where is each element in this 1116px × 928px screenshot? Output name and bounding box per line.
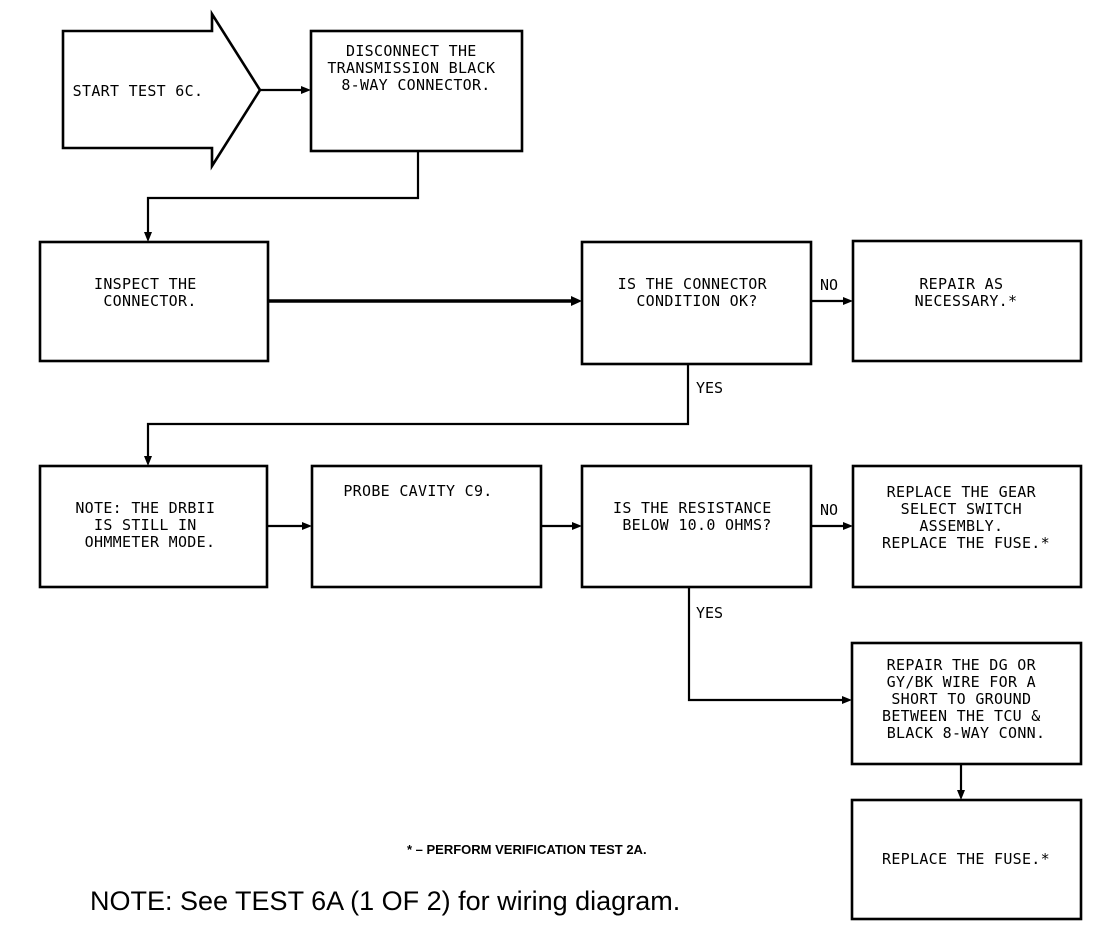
node-inspect-line: INSPECT THE: [94, 275, 197, 293]
node-replace-switch-box: [851, 464, 1083, 589]
edge-label-yes: YES: [696, 379, 723, 397]
wiring-diagram-note: NOTE: See TEST 6A (1 OF 2) for wiring di…: [90, 886, 680, 916]
node-replace-fuse-line: REPLACE THE FUSE.*: [882, 850, 1050, 868]
node-replace-switch-line: ASSEMBLY.: [919, 517, 1003, 535]
edge-label-no: NO: [820, 276, 838, 294]
node-repair-wire-box: [850, 641, 1083, 766]
edge-connector-ok-to-note: [146, 364, 690, 460]
node-replace-switch-text: REPLACE THE GEAR SELECT SWITCH ASSEMBLY.…: [882, 483, 1050, 552]
node-resistance-text: IS THE RESISTANCE BELOW 10.0 OHMS?: [613, 499, 781, 534]
node-disconnect-box: [309, 29, 524, 153]
arrowhead: [572, 522, 582, 530]
arrowhead: [843, 297, 853, 305]
footnote-verification: * – PERFORM VERIFICATION TEST 2A.: [407, 842, 647, 857]
node-repair-wire-line: GY/BK WIRE FOR A: [887, 673, 1036, 691]
start-arrow-shape: [61, 9, 262, 171]
node-note-drbii-line: NOTE: THE DRBII: [75, 499, 215, 517]
node-repair-wire-line: SHORT TO GROUND: [891, 690, 1031, 708]
edge-label-yes: YES: [696, 604, 723, 622]
arrowhead: [144, 232, 152, 242]
node-repair-wire-line: BETWEEN THE TCU &: [882, 707, 1041, 725]
node-resistance-box: [580, 464, 813, 589]
node-connector-ok-line: CONDITION OK?: [636, 292, 757, 310]
node-replace-switch-line: REPLACE THE GEAR: [887, 483, 1037, 501]
node-repair-wire-text: REPAIR THE DG OR GY/BK WIRE FOR A SHORT …: [882, 656, 1050, 742]
node-start-line: START TEST 6C.: [73, 82, 204, 100]
arrowhead: [571, 296, 582, 306]
node-inspect-line: CONNECTOR.: [103, 292, 196, 310]
node-repair-as-necessary-box: [851, 239, 1083, 363]
arrowhead: [842, 696, 852, 704]
node-note-drbii-line: OHMMETER MODE.: [85, 533, 216, 551]
node-replace-switch-line: REPLACE THE FUSE.*: [882, 534, 1050, 552]
node-start-text: START TEST 6C.: [73, 82, 204, 100]
arrowhead: [302, 522, 312, 530]
node-probe-box: [310, 464, 543, 589]
node-connector-ok-text: IS THE CONNECTOR CONDITION OK?: [618, 275, 777, 310]
edge-resistance-to-repair-wire: [687, 587, 846, 702]
node-disconnect-line: DISCONNECT THE: [346, 42, 477, 60]
node-repair-as-necessary-line: NECESSARY.*: [915, 292, 1018, 310]
node-replace-fuse-text: REPLACE THE FUSE.*: [882, 850, 1050, 868]
arrowhead: [957, 790, 965, 800]
arrowhead: [843, 522, 853, 530]
node-resistance-line: BELOW 10.0 OHMS?: [622, 516, 771, 534]
node-repair-wire-line: REPAIR THE DG OR: [887, 656, 1037, 674]
node-repair-as-necessary-line: REPAIR AS: [919, 275, 1003, 293]
node-probe-text: PROBE CAVITY C9.: [343, 482, 492, 500]
arrowhead: [144, 456, 152, 466]
node-probe-line: PROBE CAVITY C9.: [343, 482, 492, 500]
node-resistance-line: IS THE RESISTANCE: [613, 499, 772, 517]
node-inspect-box: [38, 240, 270, 363]
node-replace-switch-line: SELECT SWITCH: [901, 500, 1022, 518]
node-disconnect-line: 8-WAY CONNECTOR.: [341, 76, 490, 94]
node-disconnect-line: TRANSMISSION BLACK: [327, 59, 495, 77]
node-inspect-text: INSPECT THE CONNECTOR.: [94, 275, 206, 310]
node-repair-wire-line: BLACK 8-WAY CONN.: [887, 724, 1046, 742]
node-repair-as-necessary-text: REPAIR AS NECESSARY.*: [915, 275, 1018, 310]
edge-label-no: NO: [820, 501, 838, 519]
node-disconnect-text: DISCONNECT THE TRANSMISSION BLACK 8-WAY …: [327, 42, 504, 94]
arrowhead: [301, 86, 311, 94]
node-note-drbii-box: [38, 464, 269, 589]
node-connector-ok-line: IS THE CONNECTOR: [618, 275, 768, 293]
node-note-drbii-text: NOTE: THE DRBII IS STILL IN OHMMETER MOD…: [75, 499, 224, 551]
edge-disconnect-to-inspect: [146, 151, 420, 236]
node-replace-fuse-box: [850, 798, 1083, 921]
node-connector-ok-box: [580, 240, 813, 366]
node-note-drbii-line: IS STILL IN: [94, 516, 197, 534]
